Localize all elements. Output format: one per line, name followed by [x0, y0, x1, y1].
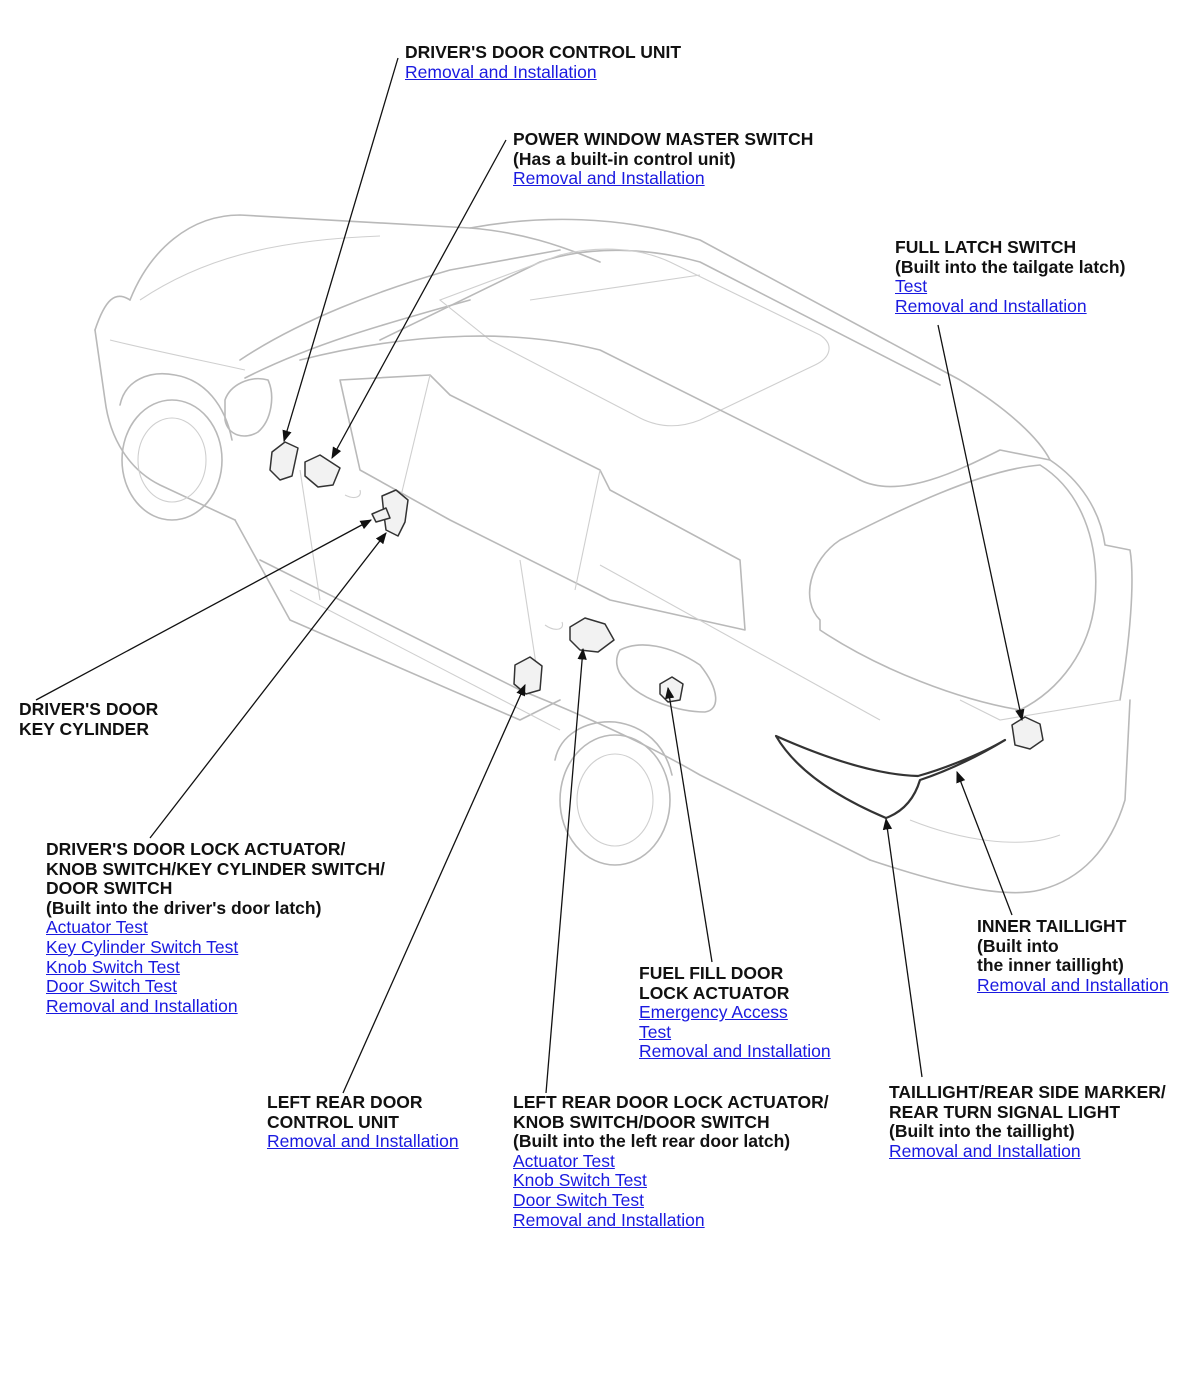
power-window-master-switch-part: [304, 454, 341, 488]
callout-subtitle-line: (Built into the driver's door latch): [46, 897, 322, 918]
vehicle-components: [269, 441, 1044, 820]
vehicle-outline: [94, 214, 1133, 894]
actuator-test-link[interactable]: Actuator Test: [46, 917, 148, 938]
callout-title-line: INNER TAILLIGHT: [977, 916, 1127, 936]
callout-inner-taillight: INNER TAILLIGHT (Built into the inner ta…: [977, 916, 1169, 995]
callout-subtitle-line: (Built into the taillight): [889, 1121, 1075, 1142]
removal-and-installation-link[interactable]: Removal and Installation: [513, 168, 705, 189]
callout-left-rear-door-lock-actuator: LEFT REAR DOOR LOCK ACTUATOR/ KNOB SWITC…: [513, 1092, 829, 1230]
removal-and-installation-link[interactable]: Removal and Installation: [267, 1131, 459, 1152]
callout-title-line: DRIVER'S DOOR LOCK ACTUATOR/: [46, 839, 346, 859]
door-switch-test-link[interactable]: Door Switch Test: [46, 976, 177, 997]
callout-title-line: DRIVER'S DOOR: [19, 699, 159, 719]
drivers-door-key-cylinder-part: [371, 507, 391, 523]
callout-title-line: CONTROL UNIT: [267, 1111, 399, 1132]
callout-title-line: LEFT REAR DOOR LOCK ACTUATOR/: [513, 1092, 829, 1112]
key-cylinder-switch-test-link[interactable]: Key Cylinder Switch Test: [46, 936, 239, 957]
drivers-door-control-unit-part: [269, 441, 299, 481]
callout-full-latch-switch: FULL LATCH SWITCH (Built into the tailga…: [895, 237, 1126, 316]
left-rear-door-control-unit-part: [513, 656, 543, 695]
callout-title-line: FUEL FILL DOOR: [639, 963, 784, 983]
callout-drivers-door-control-unit: DRIVER'S DOOR CONTROL UNIT Removal and I…: [405, 42, 682, 82]
removal-and-installation-link[interactable]: Removal and Installation: [513, 1209, 705, 1230]
callout-title-line: DOOR SWITCH: [46, 878, 173, 899]
callout-subtitle-line: the inner taillight): [977, 955, 1124, 976]
callout-title-line: KNOB SWITCH/DOOR SWITCH: [513, 1111, 770, 1132]
callout-power-window-master-switch: POWER WINDOW MASTER SWITCH (Has a built-…: [513, 129, 814, 189]
knob-switch-test-link[interactable]: Knob Switch Test: [513, 1170, 647, 1191]
callout-title-line: DRIVER'S DOOR CONTROL UNIT: [405, 42, 682, 62]
callout-title-line: REAR TURN SIGNAL LIGHT: [889, 1101, 1121, 1122]
left-rear-door-latch-part: [569, 617, 615, 653]
callout-subtitle-line: (Has a built-in control unit): [513, 148, 736, 169]
leader-lines: [35, 57, 1025, 1094]
callout-left-rear-door-control-unit: LEFT REAR DOOR CONTROL UNIT Removal and …: [267, 1092, 459, 1152]
actuator-test-link[interactable]: Actuator Test: [513, 1150, 615, 1171]
removal-and-installation-link[interactable]: Removal and Installation: [46, 995, 238, 1016]
callout-subtitle-line: (Built into the tailgate latch): [895, 256, 1126, 277]
callout-title-line: KNOB SWITCH/KEY CYLINDER SWITCH/: [46, 858, 385, 879]
removal-and-installation-link[interactable]: Removal and Installation: [889, 1140, 1081, 1161]
callout-title-line: LEFT REAR DOOR: [267, 1092, 423, 1112]
callout-drivers-door-lock-actuator: DRIVER'S DOOR LOCK ACTUATOR/ KNOB SWITCH…: [46, 839, 385, 1016]
callout-title-line: TAILLIGHT/REAR SIDE MARKER/: [889, 1082, 1166, 1102]
door-switch-test-link[interactable]: Door Switch Test: [513, 1189, 644, 1210]
removal-and-installation-link[interactable]: Removal and Installation: [405, 61, 597, 82]
callout-taillight-rear-side-marker: TAILLIGHT/REAR SIDE MARKER/ REAR TURN SI…: [889, 1082, 1166, 1161]
full-latch-switch-part: [1011, 716, 1044, 750]
callout-subtitle-line: (Built into the left rear door latch): [513, 1131, 791, 1152]
fuel-fill-door-lock-actuator-part: [659, 676, 684, 703]
knob-switch-test-link[interactable]: Knob Switch Test: [46, 956, 180, 977]
callout-title-line: LOCK ACTUATOR: [639, 982, 790, 1003]
callout-fuel-fill-door-lock-actuator: FUEL FILL DOOR LOCK ACTUATOR Emergency A…: [639, 963, 831, 1062]
callout-title-line: KEY CYLINDER: [19, 718, 149, 739]
removal-and-installation-link[interactable]: Removal and Installation: [895, 295, 1087, 316]
callout-subtitle-line: (Built into: [977, 935, 1059, 956]
callout-title-line: POWER WINDOW MASTER SWITCH: [513, 129, 814, 149]
taillight-part: [774, 734, 1007, 820]
test-link[interactable]: Test: [639, 1021, 672, 1042]
callout-title-line: FULL LATCH SWITCH: [895, 237, 1077, 257]
emergency-access-link[interactable]: Emergency Access: [639, 1002, 788, 1023]
test-link[interactable]: Test: [895, 276, 928, 297]
callout-drivers-door-key-cylinder: DRIVER'S DOOR KEY CYLINDER: [19, 699, 159, 739]
removal-and-installation-link[interactable]: Removal and Installation: [639, 1041, 831, 1062]
removal-and-installation-link[interactable]: Removal and Installation: [977, 974, 1169, 995]
